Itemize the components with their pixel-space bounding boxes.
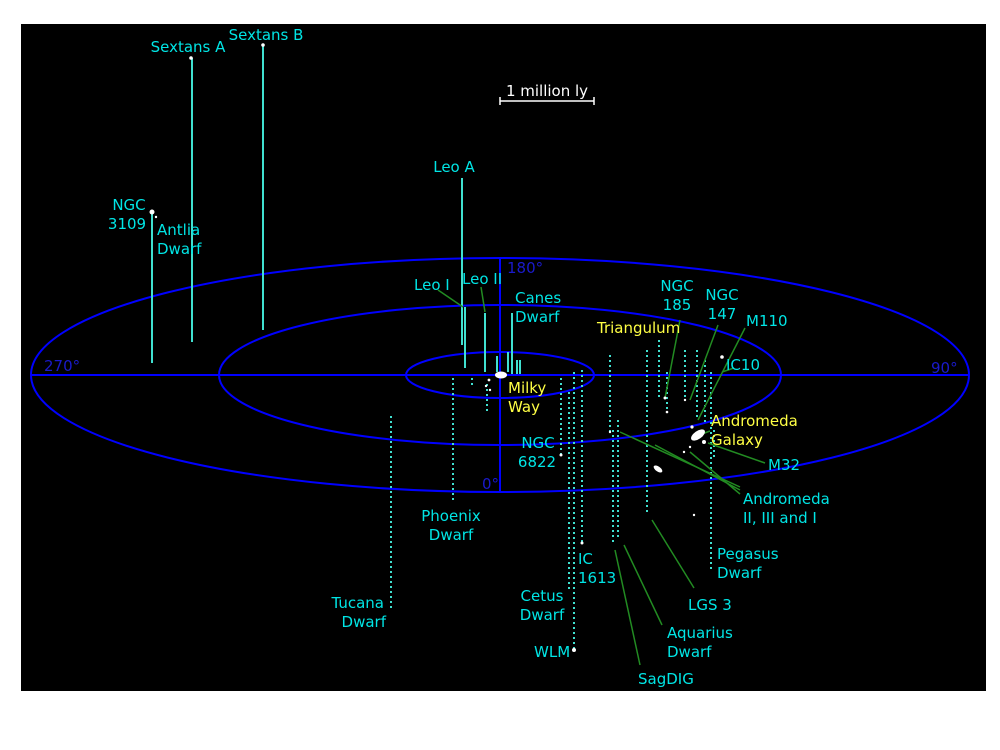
axis-label-90: 90° [931,359,958,377]
leader-leo-i [437,289,464,308]
label-ic10: IC10 [726,356,760,374]
label-leo-i: Leo I [414,276,450,294]
marker-ngc6822 [559,453,563,457]
map-background [21,24,986,691]
label-sextans-b: Sextans B [229,26,304,44]
marker-triangulum [608,430,612,434]
leader-m110 [697,327,746,421]
marker-pegasus [683,398,687,402]
marker-andromeda-sat-a [682,450,686,454]
label-leo-ii: Leo II [462,270,502,288]
label-triangulum: Triangulum [596,319,680,337]
leader-andromeda-3 [689,451,741,495]
marker-ic1613 [580,541,584,545]
marker-ic10 [720,355,724,359]
leader-ngc185 [664,319,681,399]
marker-m32 [702,440,706,444]
scale-bar [499,97,595,105]
marker-mw-sat-c [488,388,492,392]
label-sagdig: SagDIG [638,670,694,688]
marker-antlia [154,215,158,219]
leader-aquarius [623,544,663,626]
stems-below [390,340,715,650]
marker-ngc3109 [149,209,155,215]
leader-leo-ii [480,286,486,313]
label-leo-a: Leo A [433,158,475,176]
marker-wlm [572,648,576,652]
marker-milky-way [495,371,507,379]
axis-label-180: 180° [507,259,543,277]
marker-andromeda-sat-b [688,445,692,449]
axis-labels: 180° 0° 270° 90° [44,259,958,493]
axis-label-0: 0° [482,475,499,493]
marker-sextans-b [261,43,265,47]
marker-ngc185 [663,396,667,400]
marker-mw-sat-a [487,378,491,382]
leader-ngc147 [689,324,719,401]
scale-bar-label: 1 million ly [506,82,588,100]
leader-lgs3 [651,519,695,589]
label-sextans-a: Sextans A [151,38,227,56]
leader-ic10 [721,367,735,373]
label-m32: M32 [768,456,800,474]
leader-m32 [707,442,766,464]
stems-above [151,46,521,374]
leader-sagdig [614,549,641,666]
marker-sextans-a [189,56,193,60]
marker-triangulum-disk [653,465,663,473]
marker-andromeda-galaxy [691,429,705,441]
label-lgs3: LGS 3 [688,596,732,614]
marker-mw-sat-b [484,384,488,388]
marker-lgs3 [692,513,696,517]
axis-label-270: 270° [44,357,80,375]
marker-ngc147 [665,410,669,414]
marker-m110 [690,425,694,429]
label-m110: M110 [746,312,788,330]
galaxy-markers [149,43,724,652]
label-wlm: WLM [534,643,570,661]
leader-lines [437,286,766,666]
